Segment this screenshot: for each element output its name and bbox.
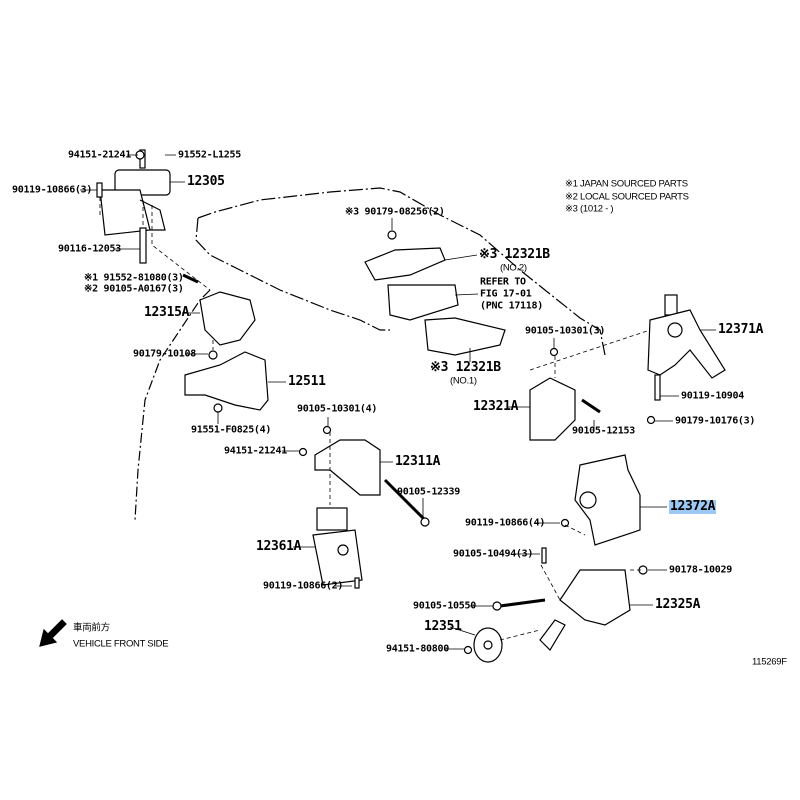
note-1: ※1 JAPAN SOURCED PARTS xyxy=(565,178,688,190)
part-label[interactable]: 90105-10494(3) xyxy=(453,548,534,560)
part-12511-drawing xyxy=(184,351,269,411)
refer-label: REFER TO xyxy=(480,276,526,288)
part-12361A-drawing xyxy=(312,507,363,589)
part-label[interactable]: 12361A xyxy=(256,539,302,554)
part-label[interactable]: ※2 90105-A0167(3) xyxy=(84,283,184,295)
diagram-id: 115269F xyxy=(752,656,787,668)
part-sublabel: (NO.2) xyxy=(500,262,527,274)
part-label[interactable]: 90179-10108 xyxy=(133,348,196,360)
part-label[interactable]: 12511 xyxy=(288,374,326,389)
part-12372A-drawing xyxy=(560,454,641,546)
part-label[interactable]: 91551-F0825(4) xyxy=(191,424,272,436)
part-label[interactable]: 90105-12153 xyxy=(572,425,635,437)
part-12321A-drawing xyxy=(529,377,576,441)
part-label[interactable]: 12371A xyxy=(718,322,764,337)
part-12321B-no2-drawing xyxy=(364,247,446,281)
part-12371A-drawing xyxy=(646,294,726,425)
note-2: ※2 LOCAL SOURCED PARTS xyxy=(565,191,689,203)
part-label-highlighted[interactable]: 12372A xyxy=(669,499,717,514)
refer-label: (PNC 17118) xyxy=(480,300,543,312)
part-12321B-no1-drawing xyxy=(424,317,506,356)
part-label[interactable]: 94151-80800 xyxy=(386,643,449,655)
part-label[interactable]: 12305 xyxy=(187,174,225,189)
part-12325A-drawing xyxy=(492,547,648,651)
part-label[interactable]: 90179-10176(3) xyxy=(675,415,756,427)
part-label[interactable]: 12325A xyxy=(655,597,701,612)
vehicle-front-arrow-icon xyxy=(39,619,67,647)
engine-outline-left xyxy=(134,289,211,521)
part-label[interactable]: 90105-10550 xyxy=(413,600,476,612)
part-12311A-drawing xyxy=(314,439,381,496)
part-label[interactable]: ※3 90179-08256(2) xyxy=(345,206,445,218)
dashed-alignment-lines xyxy=(99,197,651,641)
part-label[interactable]: ※3 12321B xyxy=(479,247,550,262)
part-label[interactable]: 12315A xyxy=(144,305,190,320)
part-label[interactable]: 94151-21241 xyxy=(224,445,287,457)
part-12351-drawing xyxy=(463,627,503,663)
refer-label[interactable]: FIG 17-01 xyxy=(480,288,532,300)
direction-jp: 車両前方 xyxy=(73,622,110,634)
part-label[interactable]: 90105-10301(4) xyxy=(297,403,378,415)
part-label[interactable]: 12311A xyxy=(395,454,441,469)
part-label[interactable]: 90119-10904 xyxy=(681,390,744,402)
part-label[interactable]: ※1 91552-81080(3) xyxy=(84,272,184,284)
part-label[interactable]: 90178-10029 xyxy=(669,564,732,576)
note-3: ※3 (1012 - ) xyxy=(565,203,614,215)
part-label[interactable]: 90119-10866(2) xyxy=(263,580,344,592)
part-label[interactable]: 94151-21241 xyxy=(68,149,131,161)
part-label[interactable]: 12351 xyxy=(424,619,462,634)
bracket-refer-drawing xyxy=(387,284,459,321)
engine-outline xyxy=(197,187,606,356)
part-label[interactable]: 90119-10866(4) xyxy=(465,517,546,529)
direction-en: VEHICLE FRONT SIDE xyxy=(73,638,169,650)
leader-lines xyxy=(80,154,716,650)
part-label[interactable]: 90105-10301(3) xyxy=(525,325,606,337)
part-sublabel: (NO.1) xyxy=(450,375,477,387)
part-12305-drawing xyxy=(96,149,171,264)
engine-outline-lower xyxy=(195,217,390,331)
part-label[interactable]: 90119-10866(3) xyxy=(12,184,93,196)
part-label[interactable]: 91552-L1255 xyxy=(178,149,241,161)
part-label[interactable]: ※3 12321B xyxy=(430,360,501,375)
part-12315A-drawing xyxy=(199,291,256,346)
part-label[interactable]: 12321A xyxy=(473,399,519,414)
part-label[interactable]: 90105-12339 xyxy=(397,486,460,498)
part-label[interactable]: 90116-12053 xyxy=(58,243,121,255)
